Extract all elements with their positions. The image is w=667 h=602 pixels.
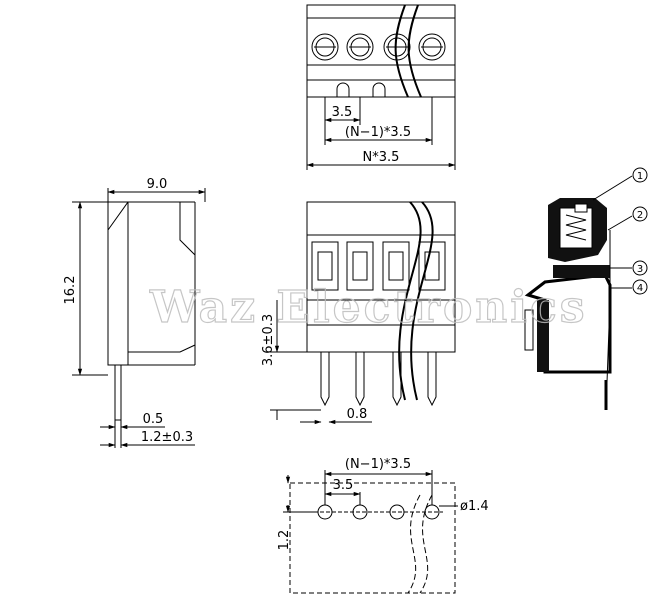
pin-thickness-label: 0.5 xyxy=(143,412,164,427)
section-view: 1 2 3 4 xyxy=(524,167,648,411)
callout-2: 2 xyxy=(607,206,648,231)
pcb-span-label: (N−1)*3.5 xyxy=(345,457,411,472)
wire-openings xyxy=(311,241,446,291)
front-break-line xyxy=(398,201,422,401)
callout-1: 1 xyxy=(592,167,648,201)
top-total-label: N*3.5 xyxy=(363,150,400,165)
svg-text:3: 3 xyxy=(637,264,643,275)
screw-head xyxy=(346,33,374,61)
pin-width-label: 1.2±0.3 xyxy=(141,430,193,445)
pin-size-label: 0.8 xyxy=(347,407,368,422)
pcb-hole-label: ø1.4 xyxy=(460,499,489,514)
top-pitch-label: 3.5 xyxy=(332,105,353,120)
top-notches xyxy=(336,82,386,97)
side-height-label: 16.2 xyxy=(63,276,78,305)
callout-3: 3 xyxy=(610,260,648,276)
top-view-outline xyxy=(306,4,456,98)
top-span-label: (N−1)*3.5 xyxy=(345,125,411,140)
front-view: 3.6±0.3 0.8 xyxy=(261,201,456,425)
pin-length-label: 3.6±0.3 xyxy=(261,314,276,366)
top-screw-heads xyxy=(311,33,446,61)
front-body xyxy=(306,201,456,353)
pcb-layout: (N−1)*3.5 3.5 ø1.4 1.2 xyxy=(277,457,489,594)
callout-4: 4 xyxy=(610,279,648,295)
pcb-break-line xyxy=(407,494,421,594)
watermark: Waz Electronics xyxy=(149,282,588,333)
pcb-pitch-label: 3.5 xyxy=(333,478,354,493)
side-pin xyxy=(114,364,122,421)
pcb-outline xyxy=(289,482,456,594)
screw-head xyxy=(418,33,446,61)
screw-head xyxy=(311,33,339,61)
side-view: 9.0 16.2 0.5 1.2±0.3 xyxy=(63,177,206,448)
front-pins xyxy=(320,352,437,407)
svg-text:1: 1 xyxy=(637,171,643,182)
break-line xyxy=(394,4,409,98)
side-width-label: 9.0 xyxy=(147,177,168,192)
pcb-row-offset-label: 1.2 xyxy=(277,530,292,551)
svg-text:2: 2 xyxy=(637,210,643,221)
svg-text:4: 4 xyxy=(637,283,643,294)
top-view: 3.5 (N−1)*3.5 N*3.5 xyxy=(306,4,456,170)
